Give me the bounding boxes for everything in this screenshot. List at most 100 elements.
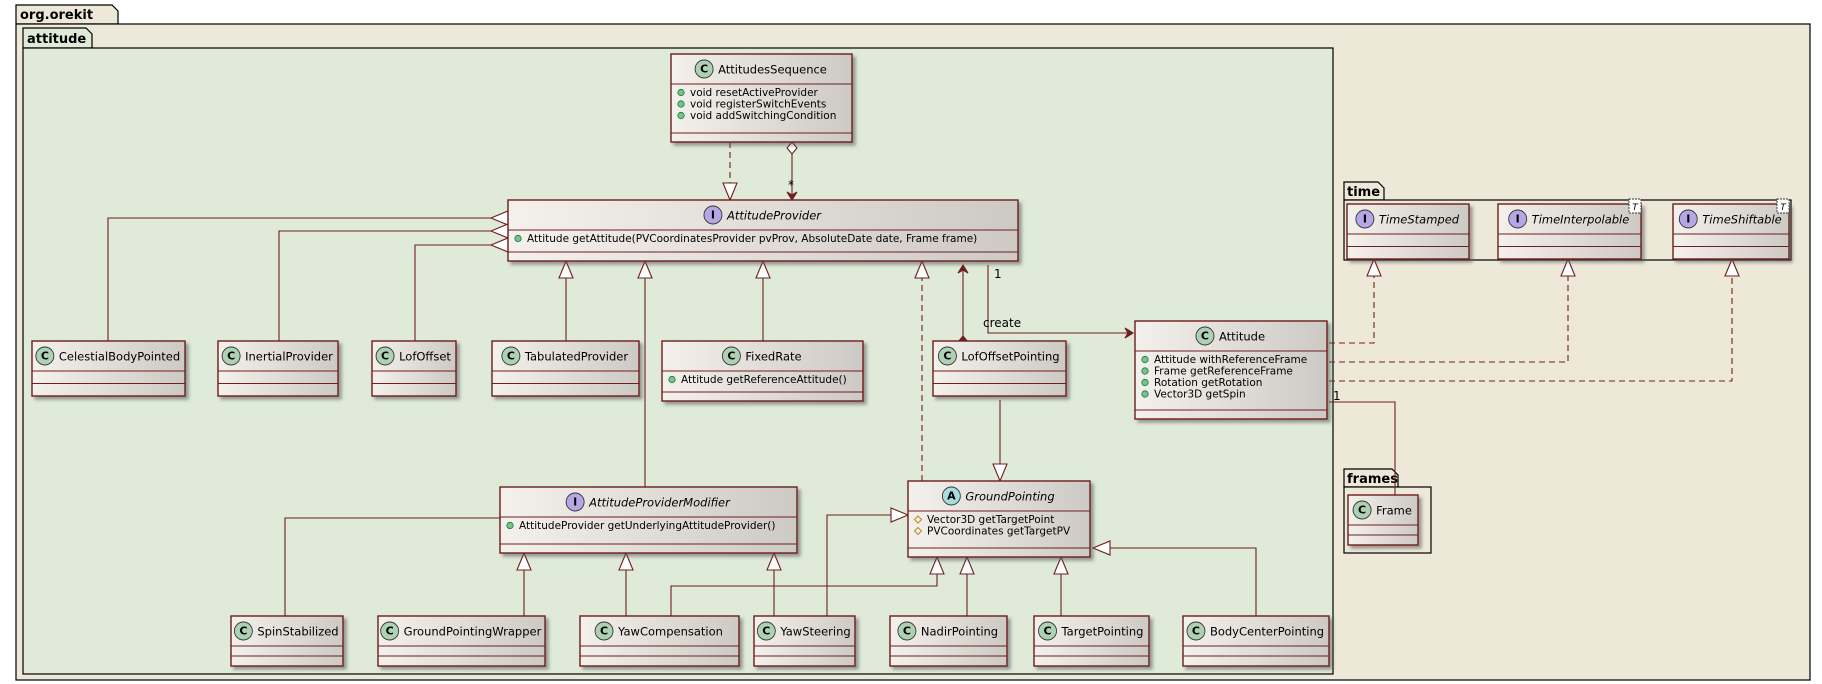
inherit-head: [1560, 257, 1576, 277]
member: Vector3D getTargetPoint: [927, 514, 1054, 526]
member: AttitudeProvider getUnderlyingAttitudePr…: [519, 520, 775, 532]
class-name: YawSteering: [779, 625, 850, 639]
inherit-head: [914, 259, 930, 279]
class-name: InertialProvider: [245, 350, 333, 364]
public-icon: [677, 100, 685, 108]
member: Attitude getAttitude(PVCoordinatesProvid…: [527, 233, 977, 245]
class-time-stamped[interactable]: TimeStamped I: [1346, 203, 1470, 260]
class-attitude-provider-modifier[interactable]: AttitudeProviderModifier I AttitudeProvide…: [499, 486, 798, 554]
class-name: GroundPointing: [965, 490, 1054, 504]
svg-text:C: C: [700, 63, 708, 76]
svg-text:I: I: [711, 209, 715, 222]
edge-celestialbodypointed-attitudeprovider: [107, 217, 491, 355]
svg-text:C: C: [1192, 625, 1200, 638]
member: Vector3D getSpin: [1154, 389, 1246, 401]
class-name: TimeShiftable: [1702, 213, 1781, 227]
association-arrow: [786, 191, 798, 202]
svg-text:T: T: [1780, 203, 1787, 213]
package-label-org-orekit: org.orekit: [20, 8, 93, 23]
svg-text:C: C: [762, 625, 770, 638]
svg-text:C: C: [1358, 504, 1366, 517]
svg-text:I: I: [1516, 213, 1520, 226]
svg-text:C: C: [1044, 625, 1052, 638]
class-name: NadirPointing: [921, 625, 998, 639]
create-label: create: [983, 316, 1021, 330]
member: void addSwitchingCondition: [690, 110, 836, 122]
class-name: FixedRate: [745, 350, 801, 364]
class-name: TimeStamped: [1379, 213, 1460, 227]
inherit-head: [1366, 257, 1382, 277]
interface-icon: I: [1678, 209, 1698, 229]
public-icon: [1141, 390, 1149, 398]
svg-text:A: A: [947, 490, 956, 503]
member: Attitude getReferenceAttitude(): [681, 374, 847, 386]
public-icon: [514, 234, 522, 243]
class-target-pointing[interactable]: TargetPointing C: [1033, 615, 1150, 667]
class-time-shiftable[interactable]: TimeShiftable I T: [1672, 198, 1790, 260]
relationship-labels: * 1 create 1: [788, 178, 1341, 403]
inherit-head: [992, 463, 1008, 483]
svg-text:C: C: [227, 350, 235, 363]
multiplicity-one-create: 1: [994, 267, 1002, 281]
svg-text:C: C: [41, 350, 49, 363]
public-icon: [677, 88, 685, 97]
svg-text:C: C: [381, 350, 389, 363]
class-body-center-pointing[interactable]: BodyCenterPointing C: [1182, 615, 1330, 667]
svg-text:I: I: [573, 496, 577, 509]
class-name: YawCompensation: [617, 625, 723, 639]
class-celestial-body-pointed[interactable]: CelestialBodyPointed C: [31, 340, 186, 397]
inherit-head: [1053, 555, 1069, 575]
class-name: CelestialBodyPointed: [59, 350, 180, 364]
edge-yawcompensation-groundpointing: [670, 574, 938, 616]
interface-icon: I: [703, 205, 723, 225]
class-icon: C: [1186, 621, 1206, 641]
package-label-time: time: [1347, 185, 1380, 200]
class-icon: C: [221, 346, 241, 366]
edge-attitude-frame: [1329, 401, 1396, 510]
class-name: BodyCenterPointing: [1210, 625, 1324, 639]
class-name: AttitudeProviderModifier: [588, 496, 731, 510]
svg-text:T: T: [1632, 203, 1639, 213]
svg-text:C: C: [386, 625, 394, 638]
public-icon: [668, 375, 676, 384]
class-icon: C: [233, 621, 253, 641]
class-icon: C: [1038, 621, 1057, 641]
public-icon: [1141, 367, 1149, 375]
class-name: TimeInterpolable: [1532, 213, 1630, 227]
class-name: TargetPointing: [1061, 625, 1144, 639]
class-name: LofOffsetPointing: [961, 350, 1059, 364]
edge-yawsteering-groundpointing: [826, 514, 891, 616]
class-name: TabulatedProvider: [524, 350, 629, 364]
generic-parameter: T: [1776, 198, 1790, 214]
class-time-interpolable[interactable]: TimeInterpolable I T: [1497, 198, 1642, 260]
interface-icon: I: [1355, 209, 1375, 229]
class-inertial-provider[interactable]: InertialProvider C: [217, 340, 339, 397]
public-icon: [1141, 355, 1149, 364]
multiplicity-star: *: [788, 178, 794, 192]
class-yaw-steering[interactable]: YawSteering C: [753, 615, 856, 667]
member: Rotation getRotation: [1154, 377, 1262, 389]
public-icon: [677, 111, 685, 120]
inherit-head: [1724, 257, 1740, 277]
inherit-head: [890, 507, 910, 523]
protected-icon: [913, 526, 923, 536]
inherit-head: [618, 551, 634, 571]
generic-parameter: T: [1628, 198, 1642, 214]
class-icon: C: [380, 621, 400, 641]
inherit-head: [516, 551, 532, 571]
class-icon: C: [501, 346, 521, 366]
inherit-head: [722, 182, 738, 202]
